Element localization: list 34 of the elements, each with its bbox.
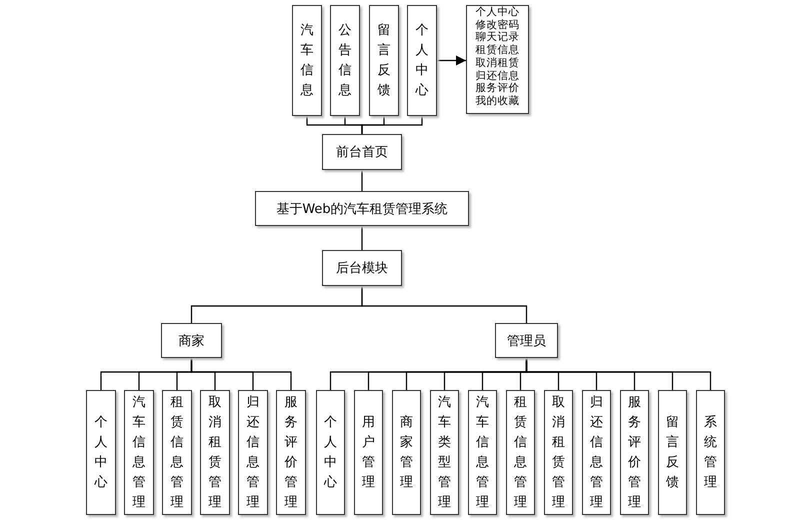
module-box: 汽车类型管理	[430, 390, 459, 515]
module-box: 服务评价管理	[276, 390, 306, 515]
module-box: 管理员	[495, 323, 558, 358]
connector-line	[361, 226, 363, 250]
module-box: 用户管理	[354, 390, 383, 515]
module-box: 个人中心	[407, 5, 437, 116]
module-box: 租赁信息管理	[506, 390, 535, 515]
module-box: 留言反馈	[369, 5, 399, 116]
module-box: 归还信息管理	[582, 390, 611, 515]
module-box: 取消租赁管理	[544, 390, 573, 515]
module-box: 个人中心	[86, 390, 116, 515]
connector-line	[190, 358, 292, 390]
module-box: 后台模块	[322, 250, 402, 286]
module-box: 商家管理	[392, 390, 421, 515]
connector-line	[361, 286, 528, 323]
module-box: 基于Web的汽车租赁管理系统	[255, 191, 469, 226]
module-box: 个人中心	[316, 390, 345, 515]
module-box: 留言反馈	[658, 390, 687, 515]
module-box: 租赁信息管理	[162, 390, 192, 515]
module-box: 汽车信息管理	[468, 390, 497, 515]
arrow	[437, 56, 466, 66]
feature-list-box: 个人中心 修改密码 聊天记录 租赁信息 取消租赁 归还信息 服务评价 我的收藏	[466, 5, 529, 114]
connector-line	[361, 170, 363, 191]
module-box: 公告信息	[330, 5, 360, 116]
module-box: 汽车信息	[292, 5, 322, 116]
module-box: 商家	[161, 323, 222, 358]
module-box: 服务评价管理	[620, 390, 649, 515]
module-box: 汽车信息管理	[124, 390, 154, 515]
connector-line	[361, 116, 423, 134]
module-box: 前台首页	[322, 134, 402, 170]
module-box: 归还信息管理	[238, 390, 268, 515]
connector-line	[526, 358, 712, 390]
module-box: 取消租赁管理	[200, 390, 230, 515]
module-box: 系统管理	[696, 390, 725, 515]
